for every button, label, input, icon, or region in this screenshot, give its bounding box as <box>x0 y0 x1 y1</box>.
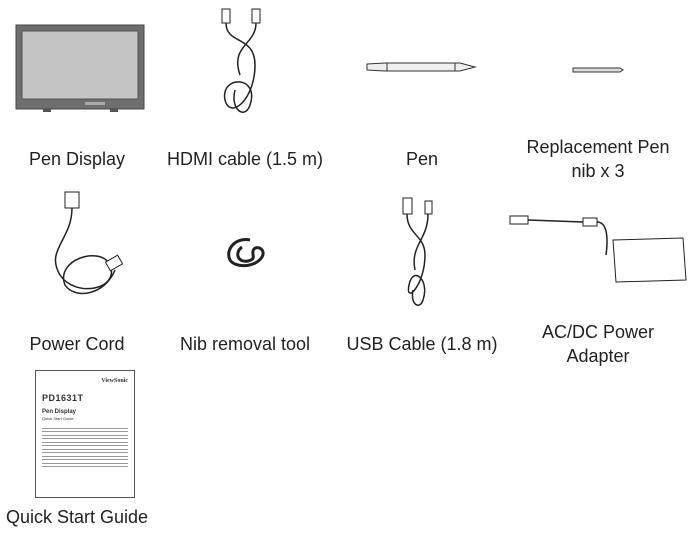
pen-nib-image <box>572 67 624 73</box>
guide-model: PD1631T <box>42 393 84 403</box>
item-label-nib-removal-tool: Nib removal tool <box>179 334 311 354</box>
power-adapter-image <box>509 215 687 283</box>
pen-image <box>366 62 477 72</box>
usb-cable-image <box>402 197 433 306</box>
guide-subtitle: Quick Start Guide <box>42 416 74 421</box>
item-label-power-cord: Power Cord <box>29 334 125 354</box>
pen-display-image <box>15 24 145 112</box>
guide-brand-logo: ViewSonic <box>101 378 128 384</box>
item-label-pen-display: Pen Display <box>28 149 126 169</box>
power-cord-image <box>54 191 124 295</box>
item-label-replacement-nib: Replacement Pen nib x 3 <box>526 135 669 183</box>
nib-removal-tool-image <box>227 238 265 268</box>
hdmi-cable-image <box>221 8 261 113</box>
label-line-1: Replacement Pen <box>526 137 670 157</box>
label-line-2: Adapter <box>566 346 630 366</box>
item-label-pen: Pen <box>405 149 439 169</box>
quick-start-guide-image: ViewSonic PD1631T Pen Display Quick Star… <box>35 370 135 498</box>
guide-title: Pen Display <box>42 409 77 415</box>
item-label-quick-start-guide: Quick Start Guide <box>5 507 149 527</box>
label-line-1: AC/DC Power <box>541 322 655 342</box>
guide-text-lines <box>42 425 128 470</box>
label-line-2: nib x 3 <box>571 161 625 181</box>
item-label-usb-cable: USB Cable (1.8 m) <box>346 334 498 354</box>
item-label-hdmi-cable: HDMI cable (1.5 m) <box>166 149 324 169</box>
